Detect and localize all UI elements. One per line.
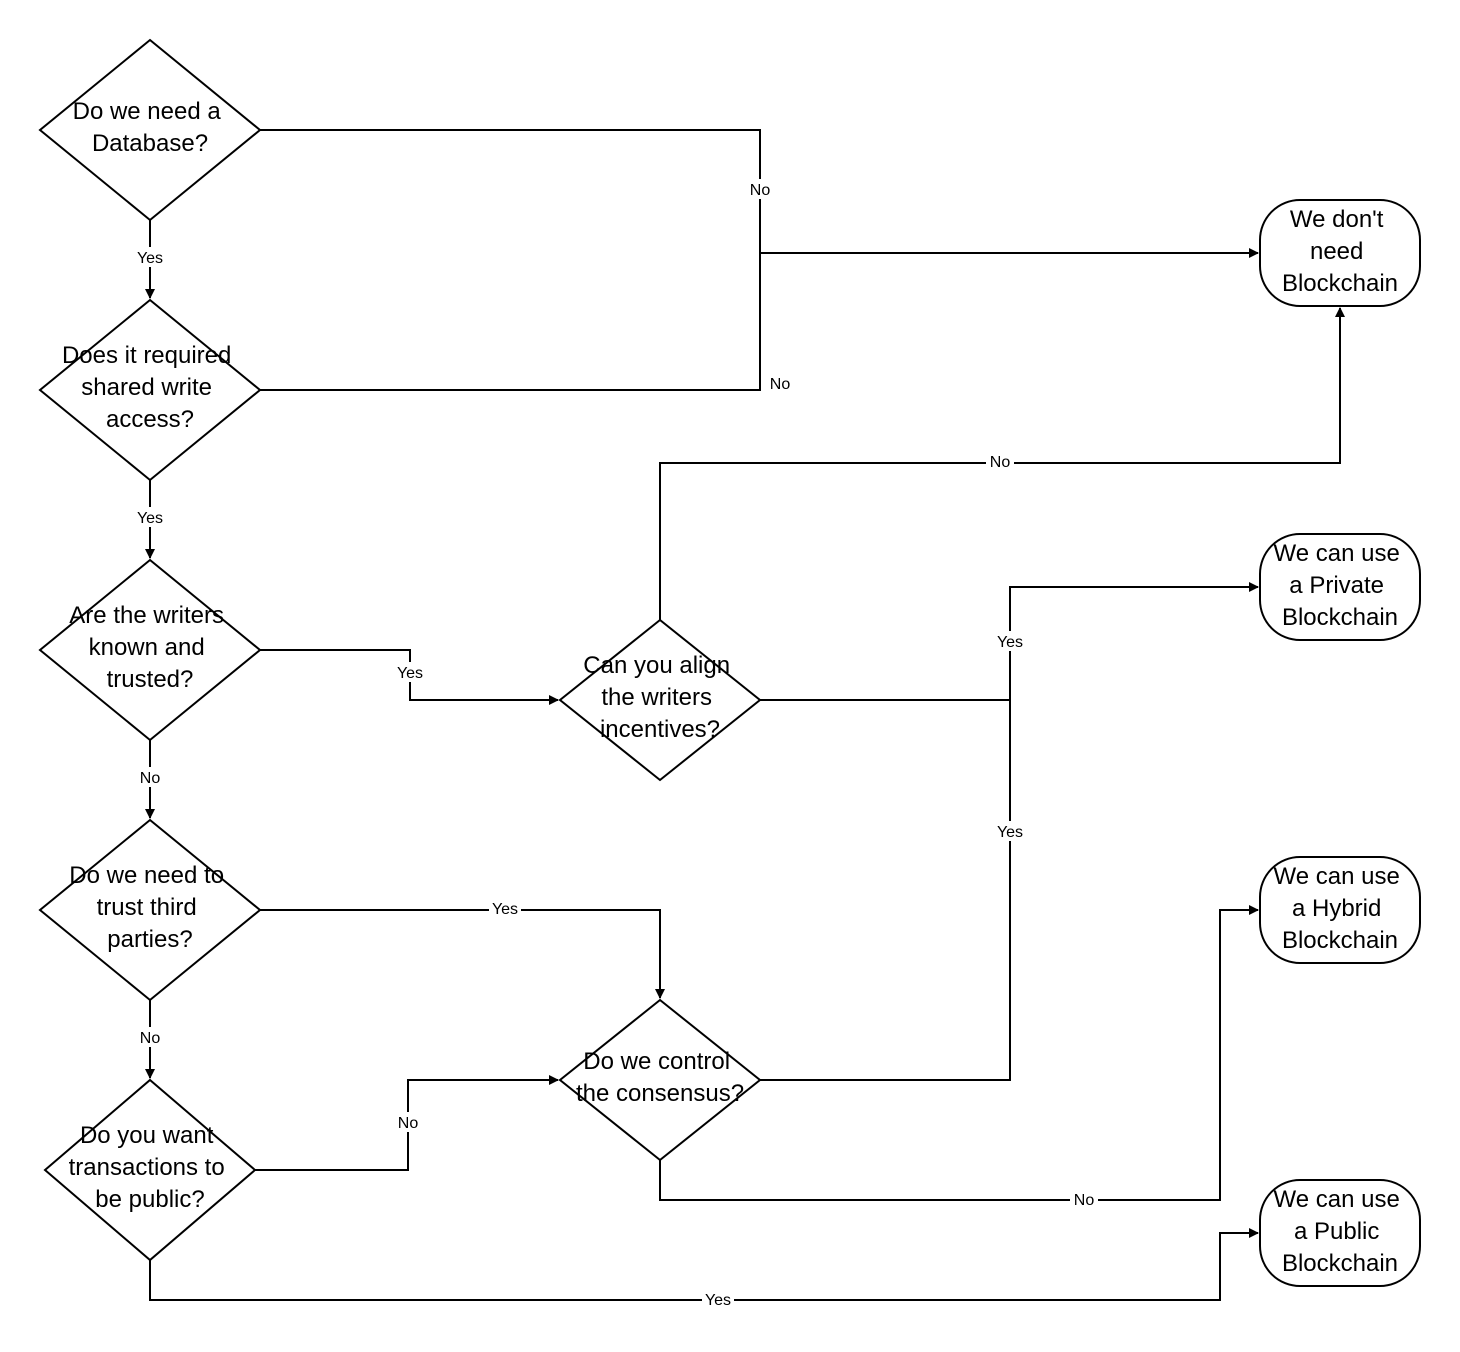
edge-label-consensus-no: No (1074, 1192, 1095, 1209)
edge-label-third-no: No (140, 1030, 161, 1047)
terminal-shape (1259, 856, 1421, 964)
terminal-shape (1259, 1179, 1421, 1287)
diamond-shape (558, 618, 762, 782)
node-text: Do we need a Database? (73, 98, 228, 157)
edge-label-third-yes: Yes (492, 901, 518, 918)
diamond-shape (558, 998, 762, 1162)
node-text: We can use a Public Blockchain (1274, 1186, 1407, 1277)
node-text: We can use a Hybrid Blockchain (1274, 863, 1407, 954)
terminal-no-blockchain: We don't need Blockchain (1259, 199, 1421, 307)
edge-label-shared-yes: Yes (137, 510, 163, 527)
decision-need-database: Do we need a Database? (38, 38, 262, 222)
diamond-shape (38, 818, 262, 1002)
edge-db-no (260, 129, 761, 253)
node-text: Does it required shared write access? (62, 342, 238, 433)
edge-label-consensus-yes: Yes (997, 824, 1023, 841)
edge-label-align-no: No (990, 454, 1011, 471)
edge-label-db-no: No (750, 182, 771, 199)
edge-label-public-yes: Yes (705, 1292, 731, 1309)
terminal-shape (1259, 199, 1421, 307)
diamond-shape (38, 558, 262, 742)
edge-consensus-no (659, 905, 1259, 1201)
decision-writers-known: Are the writers known and trusted? (38, 558, 262, 742)
edge-label-writers-yes: Yes (397, 665, 423, 682)
terminal-private-blockchain: We can use a Private Blockchain (1259, 533, 1421, 641)
terminal-public-blockchain: We can use a Public Blockchain (1259, 1179, 1421, 1287)
terminal-shape (1259, 533, 1421, 641)
node-text: We can use a Private Blockchain (1274, 540, 1407, 631)
edge-consensus-yes (760, 700, 1011, 1081)
edge-label-public-no: No (398, 1115, 419, 1132)
terminal-hybrid-blockchain: We can use a Hybrid Blockchain (1259, 856, 1421, 964)
node-text: Can you align the writers incentives? (583, 652, 736, 743)
decision-shared-write: Does it required shared write access? (38, 298, 262, 482)
decision-align-incentives: Can you align the writers incentives? (558, 618, 762, 782)
decision-transactions-public: Do you want transactions to be public? (43, 1078, 257, 1262)
edge-label-align-yes: Yes (997, 634, 1023, 651)
edge-label-writers-no: No (140, 770, 161, 787)
diamond-shape (38, 38, 262, 222)
edge-label-shared-no: No (770, 376, 791, 393)
diamond-shape (43, 1078, 257, 1262)
edge-shared-no (260, 253, 761, 391)
node-text: Do we control the consensus? (576, 1048, 744, 1107)
edge-label-db-yes: Yes (137, 250, 163, 267)
node-text: Do you want transactions to be public? (69, 1122, 232, 1213)
diamond-shape (38, 298, 262, 482)
edges (145, 129, 1345, 1301)
edge-labels: No No Yes Yes Yes No No Yes Yes Yes No N… (134, 179, 1098, 1309)
edge-public-yes (149, 1228, 1259, 1301)
node-text: Are the writers known and trusted? (69, 602, 230, 693)
decision-trust-third-parties: Do we need to trust third parties? (38, 818, 262, 1002)
node-text: Do we need to trust third parties? (69, 862, 230, 953)
node-text: We don't need Blockchain (1282, 206, 1398, 297)
edge-third-yes (260, 909, 665, 999)
decision-control-consensus: Do we control the consensus? (558, 998, 762, 1162)
